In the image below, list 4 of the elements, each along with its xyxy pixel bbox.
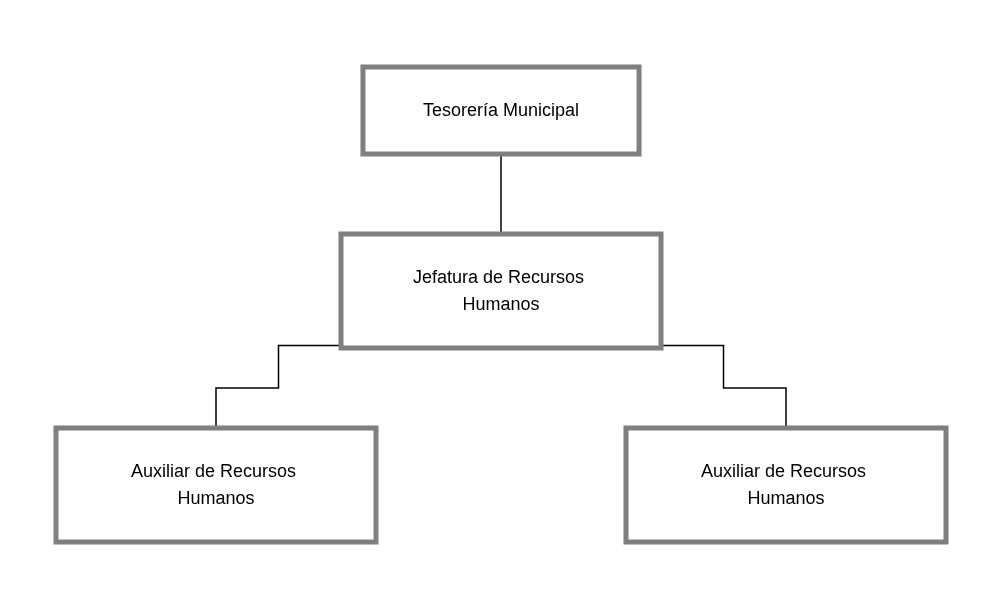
node-box: Auxiliar de Recursos Humanos [53,425,379,544]
node-box: Jefatura de Recursos Humanos [338,231,664,350]
node-box: Auxiliar de Recursos Humanos [623,425,949,544]
node-box: Tesorería Municipal [360,64,642,156]
